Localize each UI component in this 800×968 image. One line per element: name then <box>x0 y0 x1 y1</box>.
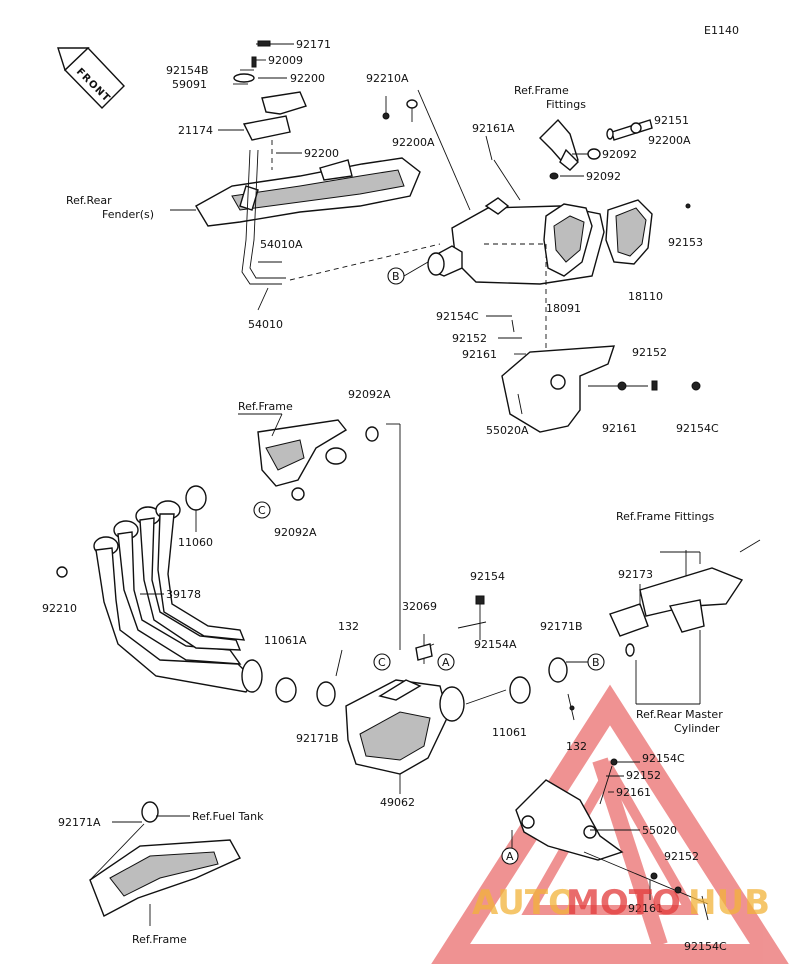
part-label: 92151 <box>654 114 689 127</box>
part-label: 92154C <box>684 940 727 953</box>
ref-label: Ref.Rear <box>66 194 112 207</box>
watermark-text: AUTO MOTO HUB <box>472 883 770 923</box>
part-label: 92210A <box>366 72 409 85</box>
part-label: 92161A <box>472 122 515 135</box>
part-label: 92152 <box>626 769 661 782</box>
part-label: 92152 <box>632 346 667 359</box>
part-label: 92171A <box>58 816 101 829</box>
part-label: 92171 <box>296 38 331 51</box>
part-label: 92092A <box>348 388 391 401</box>
muffler-assembly <box>382 89 701 433</box>
part-label: 92210 <box>42 602 77 615</box>
part-label: 92092 <box>602 148 637 161</box>
part-label: 92092 <box>586 170 621 183</box>
reference-labels: Ref.Frame Fittings Ref.Rear Fender(s) Re… <box>66 84 723 946</box>
callout-a-lower: A <box>506 850 514 863</box>
master-cylinder-bracket <box>609 539 761 705</box>
part-label: 92200A <box>648 134 691 147</box>
part-label: 11060 <box>178 536 213 549</box>
part-label: 92154A <box>474 638 517 651</box>
part-label: 92009 <box>268 54 303 67</box>
watermark-moto: MOTO <box>566 883 681 923</box>
callout-a-mid: A <box>442 656 450 669</box>
part-label: 92152 <box>664 850 699 863</box>
part-label: 55020A <box>486 424 529 437</box>
diagram-ref-code: E1140 <box>704 24 739 37</box>
part-label: 92200 <box>304 147 339 160</box>
ref-label: Ref.Frame <box>132 933 187 946</box>
part-label: 11061 <box>492 726 527 739</box>
part-label: 92161 <box>628 902 663 915</box>
watermark-hub: HUB <box>688 883 770 923</box>
ref-label: Fittings <box>546 98 586 111</box>
frame-lower-bracket <box>89 801 241 926</box>
part-number-labels: 92171 92154B 92009 59091 92200 21174 922… <box>42 38 727 953</box>
watermark-auto: AUTO <box>472 883 577 923</box>
part-label: 54010A <box>260 238 303 251</box>
part-label: 92154C <box>642 752 685 765</box>
exhaust-pre-chamber <box>275 595 590 794</box>
part-label: 59091 <box>172 78 207 91</box>
front-direction-arrow: FRONT <box>57 47 125 109</box>
part-label: 92161 <box>602 422 637 435</box>
part-label: 18091 <box>546 302 581 315</box>
part-label: 92161 <box>462 348 497 361</box>
part-label: 39178 <box>166 588 201 601</box>
part-label: 92154C <box>676 422 719 435</box>
ref-label: Fender(s) <box>102 208 154 221</box>
callout-c-left: C <box>258 504 266 517</box>
exhaust-header-pipes <box>56 485 263 693</box>
part-label: 49062 <box>380 796 415 809</box>
part-label: 92092A <box>274 526 317 539</box>
part-label: 132 <box>566 740 587 753</box>
part-label: 92154C <box>436 310 479 323</box>
ref-label: Ref.Fuel Tank <box>192 810 264 823</box>
part-label: 21174 <box>178 124 213 137</box>
part-label: 92154B <box>166 64 209 77</box>
part-label: 54010 <box>248 318 283 331</box>
frame-bracket-mid <box>238 413 401 650</box>
callout-c-mid: C <box>378 656 386 669</box>
callout-b-upper: B <box>392 270 400 283</box>
part-label: 132 <box>338 620 359 633</box>
part-label: 18110 <box>628 290 663 303</box>
ref-label: Ref.Frame <box>514 84 569 97</box>
callout-b-right: B <box>592 656 600 669</box>
callout-markers: B C C A B A <box>253 267 605 865</box>
part-label: 92171B <box>296 732 339 745</box>
part-label: 92173 <box>618 568 653 581</box>
part-label: 92200 <box>290 72 325 85</box>
rear-fender-bracket-assembly <box>170 40 441 311</box>
part-label: 92154 <box>470 570 505 583</box>
ref-label: Cylinder <box>674 722 720 735</box>
part-label: 55020 <box>642 824 677 837</box>
ref-label: Ref.Frame Fittings <box>616 510 714 523</box>
heat-guard-lower <box>511 758 709 921</box>
part-label: 92152 <box>452 332 487 345</box>
part-label: 92200A <box>392 136 435 149</box>
ref-label: Ref.Frame <box>238 400 293 413</box>
ref-label: Ref.Rear Master <box>636 708 723 721</box>
part-label: 11061A <box>264 634 307 647</box>
part-label: 32069 <box>402 600 437 613</box>
part-label: 92161 <box>616 786 651 799</box>
part-label: 92171B <box>540 620 583 633</box>
part-label: 92153 <box>668 236 703 249</box>
